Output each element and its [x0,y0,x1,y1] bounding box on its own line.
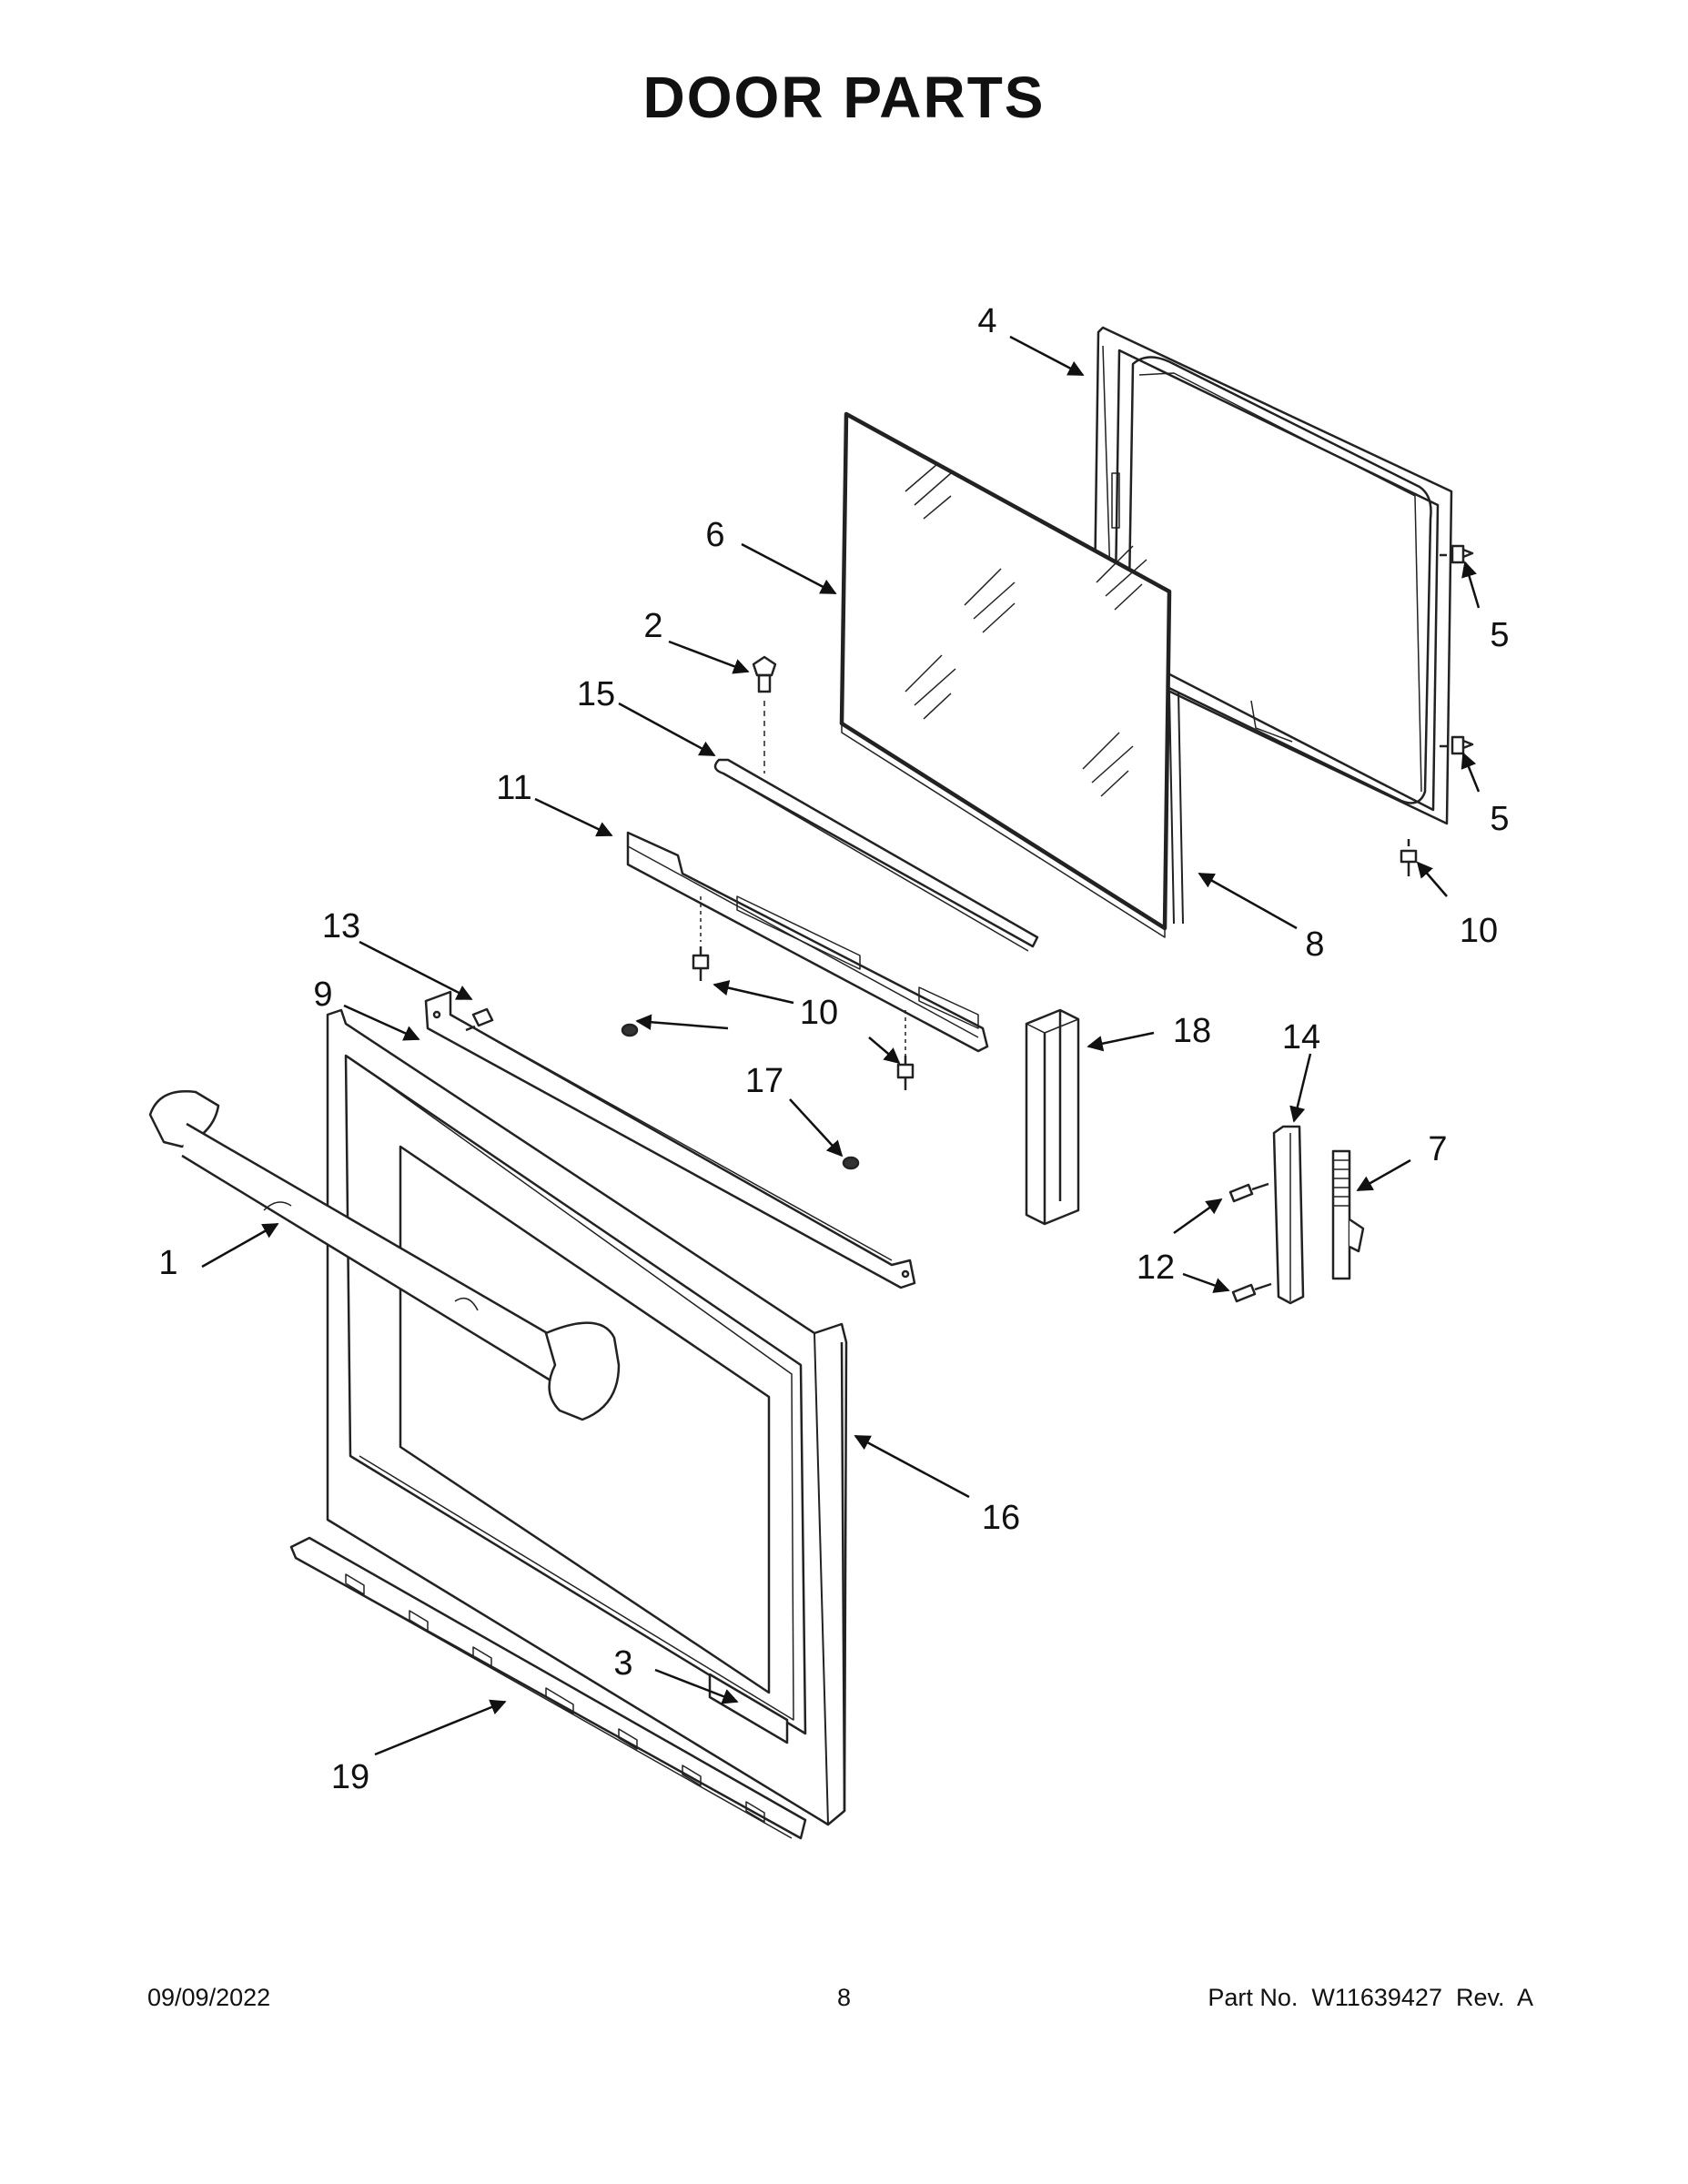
callout-10b: 10 [1460,912,1498,950]
callout-1: 1 [158,1244,177,1282]
callout-17: 17 [745,1062,783,1100]
callout-2: 2 [643,607,662,645]
callout-14: 14 [1282,1018,1320,1057]
callout-9: 9 [313,976,332,1014]
screw-part-2 [752,655,777,774]
callout-labels: 1 2 3 4 5 5 6 7 8 9 10 10 11 12 13 14 15… [158,302,1509,1796]
small-bracket-9 [424,990,916,1289]
bottom-vent-trim [289,1536,807,1840]
gasket-strip [1168,691,1184,925]
door-glass-panel [839,411,1172,938]
callout-8: 8 [1305,925,1324,964]
callout-19: 19 [331,1758,369,1796]
footer-page-number: 8 [836,1984,852,2011]
callout-15: 15 [577,675,615,713]
bracket-rail [626,831,989,1056]
callout-18: 18 [1173,1012,1211,1050]
footer-date: 09/09/2022 [147,1984,271,2011]
screws-upper-right [1400,544,1474,876]
screws-middle [692,946,915,1090]
callout-6: 6 [705,516,724,554]
door-handle [148,1090,621,1421]
door-hinge [1331,1149,1365,1280]
callout-3: 3 [613,1644,632,1683]
callout-10a: 10 [800,994,838,1032]
callout-13: 13 [322,907,360,945]
callout-5a: 5 [1490,616,1509,654]
screw-part-13 [465,1007,494,1032]
callout-4: 4 [977,302,996,340]
callout-5b: 5 [1490,800,1509,838]
page-title: DOOR PARTS [642,65,1046,130]
hinge-receiver [1272,1125,1305,1305]
callout-12: 12 [1137,1249,1175,1287]
screws-part-12 [1228,1182,1272,1303]
bumpers [621,1023,860,1170]
callout-16: 16 [982,1499,1020,1537]
footer-part-number: Part No. W11639427 Rev. A [1208,1984,1533,2011]
callout-7: 7 [1428,1130,1447,1168]
callout-11: 11 [496,769,531,807]
glass-channel [713,758,1039,952]
leader-arrows [201,335,1481,1756]
vertical-channel [1025,1008,1080,1226]
